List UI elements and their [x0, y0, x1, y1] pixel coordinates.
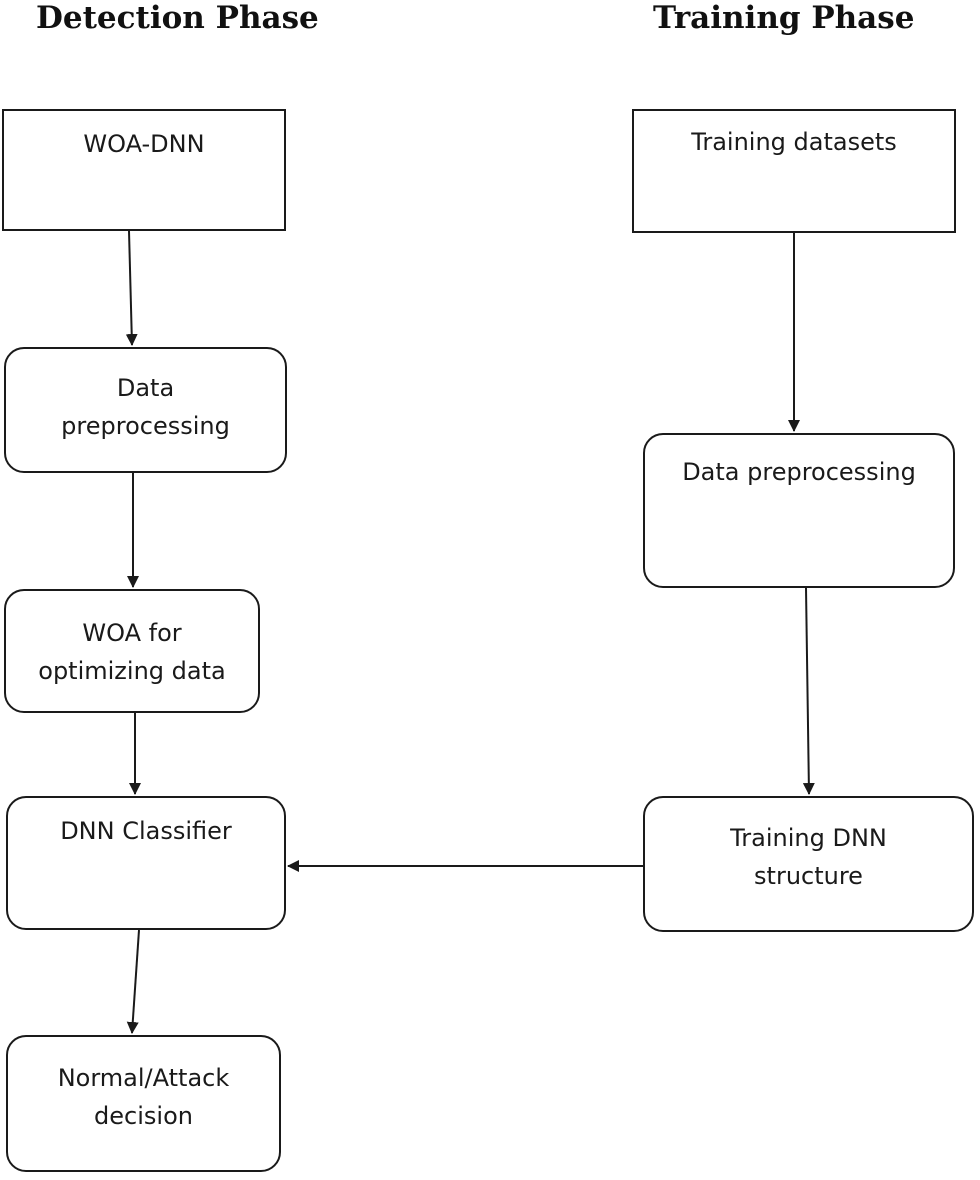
training-preprocessing-box: Data preprocessing [643, 433, 955, 588]
woa-dnn-label: WOA-DNN [83, 130, 205, 158]
arrow-classifier-to-decision [126, 929, 140, 1034]
woa-optimizing-label-line2: optimizing data [38, 657, 226, 685]
detection-preprocessing-box: Data preprocessing [4, 347, 287, 473]
training-dnn-structure-label-line1: Training DNN [730, 824, 887, 852]
arrow-preprocessing-to-training-dnn [802, 587, 815, 795]
decision-label-line2: decision [94, 1102, 193, 1130]
training-preprocessing-label: Data preprocessing [682, 458, 916, 486]
detection-phase-heading: Detection Phase [36, 0, 319, 36]
detection-preprocessing-label-line2: preprocessing [61, 412, 230, 440]
training-dnn-structure-box: Training DNN structure [643, 796, 974, 932]
training-phase-heading: Training Phase [653, 0, 915, 36]
dnn-classifier-box: DNN Classifier [6, 796, 286, 930]
arrow-woadnn-to-preprocessing [125, 230, 138, 346]
detection-preprocessing-label-line1: Data [116, 374, 175, 402]
woa-dnn-box: WOA-DNN [2, 109, 286, 231]
training-datasets-box: Training datasets [632, 109, 956, 233]
woa-optimizing-label-line1: WOA for [82, 619, 182, 647]
decision-label-line1: Normal/Attack [57, 1064, 230, 1092]
training-dnn-structure-label-line2: structure [754, 862, 863, 890]
decision-box: Normal/Attack decision [6, 1035, 281, 1172]
training-datasets-label: Training datasets [691, 128, 897, 156]
woa-optimizing-box: WOA for optimizing data [4, 589, 260, 713]
dnn-classifier-label: DNN Classifier [60, 817, 232, 845]
